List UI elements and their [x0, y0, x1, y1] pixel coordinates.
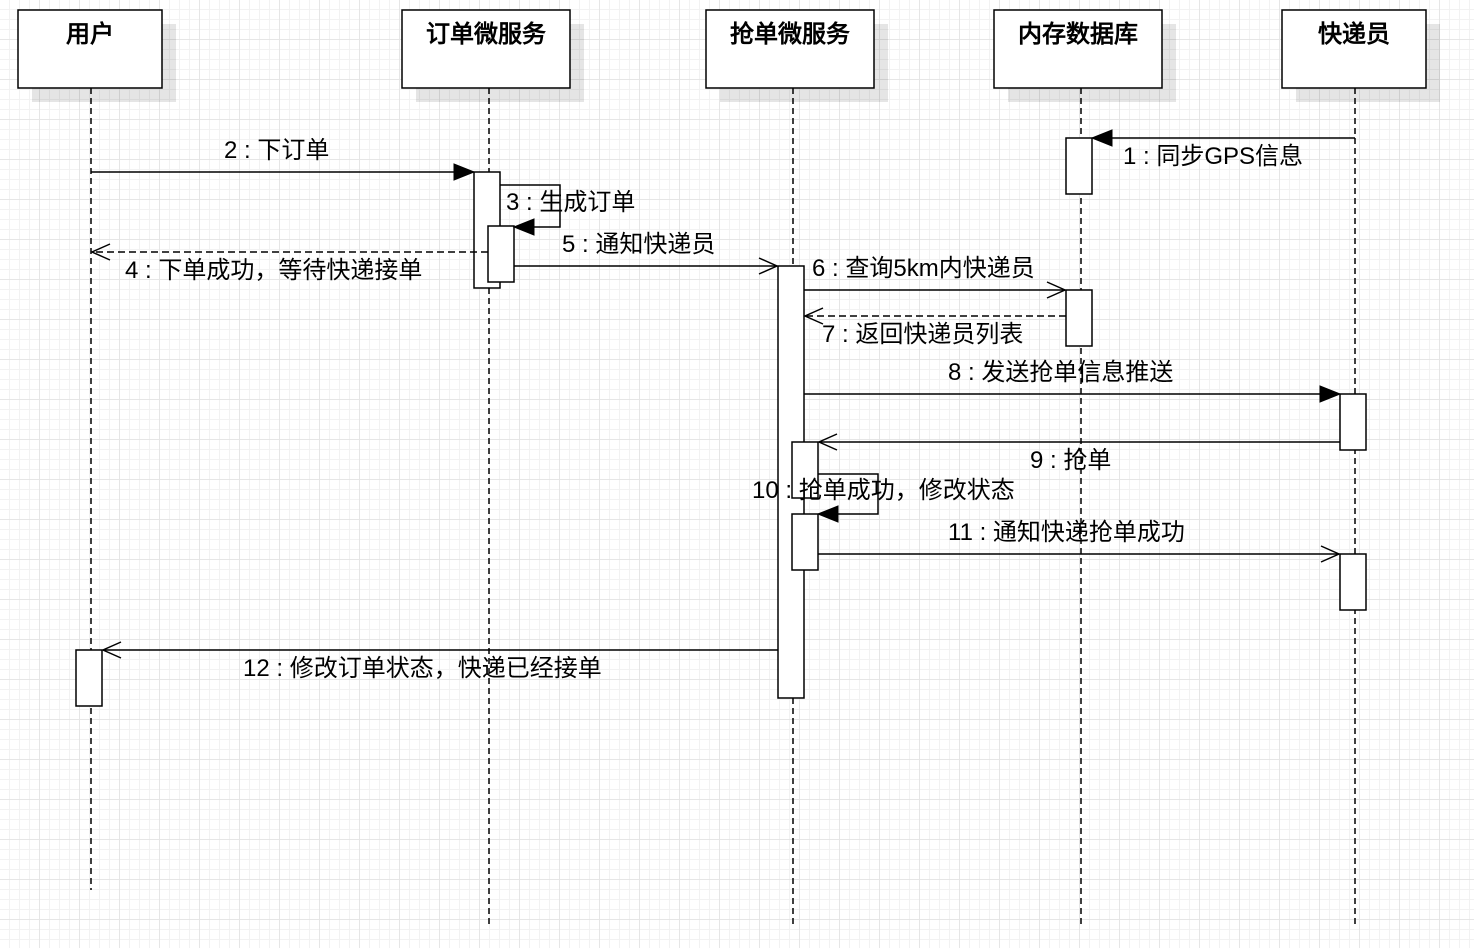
activation-bar[interactable]: [777, 265, 805, 699]
message-label: 1 : 同步GPS信息: [1123, 143, 1303, 170]
activation-bar[interactable]: [1065, 137, 1093, 195]
activation-bar[interactable]: [1339, 553, 1367, 611]
open-arrowhead-icon: [90, 243, 111, 261]
filled-arrowhead-icon: [453, 163, 476, 181]
open-arrowhead-icon: [1046, 281, 1067, 299]
activation-bar[interactable]: [791, 513, 819, 571]
participant-label-user: 用户: [66, 20, 114, 48]
open-arrowhead-icon: [803, 307, 824, 325]
activation-bar[interactable]: [75, 649, 103, 707]
message-1[interactable]: 1 : 同步GPS信息: [1090, 129, 1355, 170]
participant-user[interactable]: 用户: [17, 9, 176, 102]
open-arrowhead-icon: [817, 433, 838, 451]
message-6[interactable]: 6 : 查询5km内快递员: [804, 255, 1067, 299]
message-label: 12 : 修改订单状态，快递已经接单: [243, 655, 602, 682]
message-label: 6 : 查询5km内快递员: [812, 255, 1035, 282]
open-arrowhead-icon: [758, 257, 779, 275]
message-label: 10 : 抢单成功，修改状态: [752, 477, 1015, 504]
message-4[interactable]: 4 : 下单成功，等待快递接单: [90, 243, 488, 284]
message-11[interactable]: 11 : 通知快递抢单成功: [818, 519, 1341, 563]
open-arrowhead-icon: [101, 641, 122, 659]
participant-memdb[interactable]: 内存数据库: [993, 9, 1176, 102]
message-label: 3 : 生成订单: [506, 189, 635, 216]
filled-arrowhead-icon: [1090, 129, 1113, 147]
participant-order[interactable]: 订单微服务: [401, 9, 584, 102]
message-5[interactable]: 5 : 通知快递员: [514, 231, 779, 275]
participant-grab[interactable]: 抢单微服务: [705, 9, 888, 102]
activation-bar[interactable]: [791, 441, 819, 499]
participant-label-courier: 快递员: [1318, 20, 1390, 48]
participant-box-memdb: [993, 9, 1163, 89]
open-arrowhead-icon: [1320, 545, 1341, 563]
message-label: 11 : 通知快递抢单成功: [948, 519, 1185, 546]
message-label: 9 : 抢单: [1030, 447, 1111, 474]
message-3[interactable]: 3 : 生成订单: [500, 184, 635, 236]
participant-label-memdb: 内存数据库: [1018, 21, 1138, 48]
activation-bar[interactable]: [487, 225, 515, 283]
message-10[interactable]: 10 : 抢单成功，修改状态: [752, 473, 1015, 523]
filled-arrowhead-icon: [816, 505, 839, 523]
message-label: 8 : 发送抢单信息推送: [948, 359, 1173, 386]
participant-box-user: [17, 9, 163, 89]
activation-bar[interactable]: [1339, 393, 1367, 451]
message-9[interactable]: 9 : 抢单: [817, 433, 1340, 474]
message-8[interactable]: 8 : 发送抢单信息推送: [804, 359, 1342, 403]
participant-label-grab: 抢单微服务: [730, 20, 851, 48]
activation-bar[interactable]: [1065, 289, 1093, 347]
participant-box-courier: [1281, 9, 1427, 89]
participant-label-order: 订单微服务: [426, 20, 547, 48]
participant-box-order: [401, 9, 571, 89]
message-label: 5 : 通知快递员: [562, 231, 715, 258]
filled-arrowhead-icon: [1319, 385, 1342, 403]
message-12[interactable]: 12 : 修改订单状态，快递已经接单: [101, 641, 778, 682]
message-label: 4 : 下单成功，等待快递接单: [125, 257, 422, 284]
participant-box-grab: [705, 9, 875, 89]
message-label: 2 : 下订单: [224, 137, 329, 164]
message-label: 7 : 返回快递员列表: [822, 321, 1023, 348]
message-2[interactable]: 2 : 下订单: [91, 137, 476, 181]
participant-courier[interactable]: 快递员: [1281, 9, 1440, 102]
message-7[interactable]: 7 : 返回快递员列表: [803, 307, 1066, 348]
message-line: [500, 184, 561, 228]
filled-arrowhead-icon: [512, 218, 535, 236]
message-line: [818, 473, 879, 515]
